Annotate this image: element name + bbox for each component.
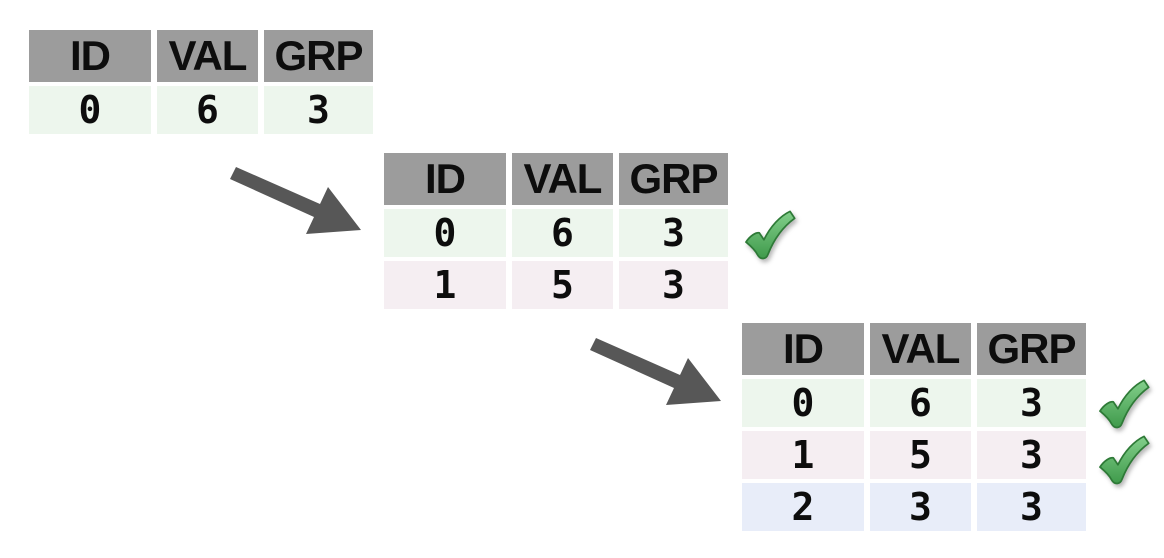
column-header-grp: GRP: [619, 153, 728, 205]
column-header-id: ID: [29, 30, 151, 82]
table-cell: 3: [977, 379, 1086, 427]
table-cell: 3: [977, 431, 1086, 479]
column-header-grp: GRP: [977, 323, 1086, 375]
table-cell: 3: [870, 483, 971, 531]
table-cell: 5: [870, 431, 971, 479]
table-cell: 0: [384, 209, 506, 257]
table-cell: 6: [157, 86, 258, 134]
table-cell: 3: [619, 261, 728, 309]
checkmark-icon: [1099, 435, 1150, 485]
table-cell: 2: [742, 483, 864, 531]
column-header-id: ID: [742, 323, 864, 375]
table-cell: 6: [870, 379, 971, 427]
column-header-val: VAL: [870, 323, 971, 375]
arrow-icon: [230, 167, 361, 234]
checkmark-icon: [745, 210, 796, 260]
checkmark-icon: [1099, 379, 1150, 429]
table-cell: 3: [977, 483, 1086, 531]
table-cell: 0: [29, 86, 151, 134]
table-cell: 5: [512, 261, 613, 309]
table-cell: 1: [384, 261, 506, 309]
table-cell: 0: [742, 379, 864, 427]
table-step-2: ID VAL GRP 0 6 3 1 5 3: [384, 153, 728, 309]
table-step-1: ID VAL GRP 0 6 3: [29, 30, 373, 134]
column-header-val: VAL: [512, 153, 613, 205]
table-step-3: ID VAL GRP 0 6 3 1 5 3 2 3 3: [742, 323, 1086, 531]
column-header-grp: GRP: [264, 30, 373, 82]
table-cell: 6: [512, 209, 613, 257]
column-header-id: ID: [384, 153, 506, 205]
table-cell: 3: [264, 86, 373, 134]
arrow-icon: [590, 338, 721, 405]
table-cell: 3: [619, 209, 728, 257]
column-header-val: VAL: [157, 30, 258, 82]
table-cell: 1: [742, 431, 864, 479]
